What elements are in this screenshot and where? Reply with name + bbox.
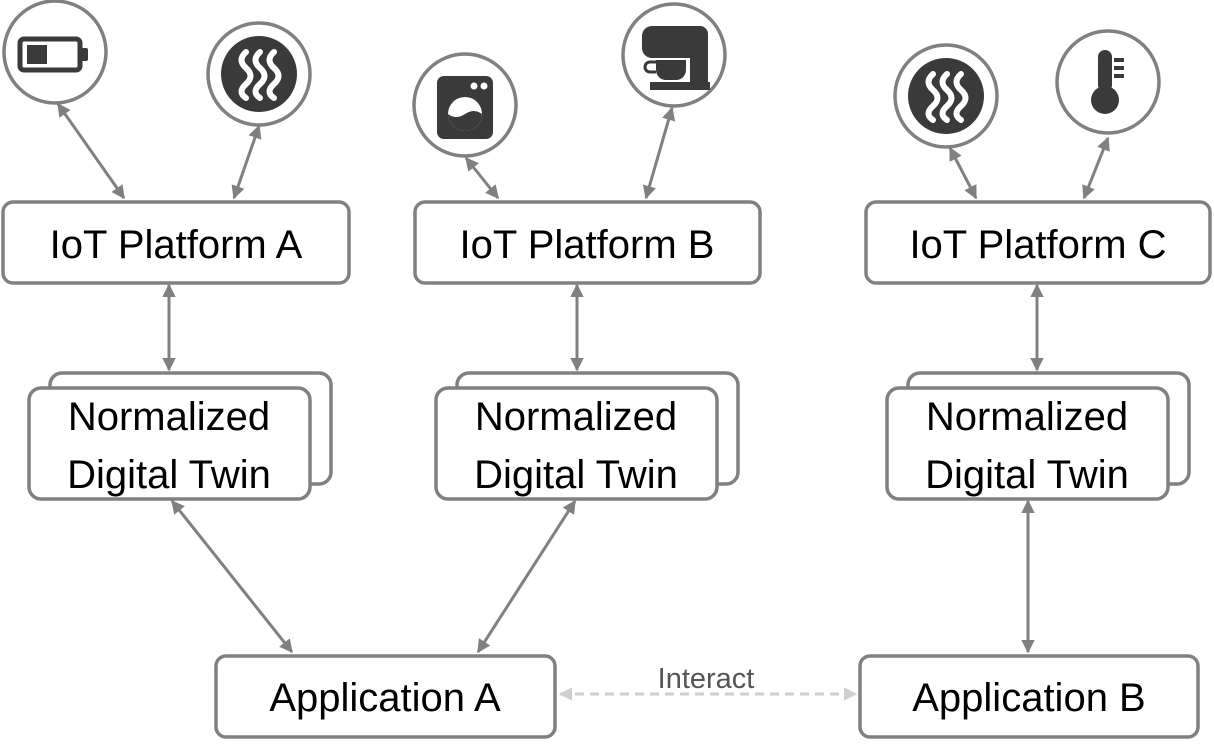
connector-heating-platform-c (948, 146, 978, 200)
connector-twin-b-app-a (476, 499, 577, 654)
battery-icon (2, 0, 108, 105)
twin-c-stack: Normalized Digital Twin (885, 371, 1191, 501)
application-b-label: Application B (912, 676, 1145, 720)
connector-battery-platform-a (56, 102, 126, 200)
platform-b-label: IoT Platform B (460, 223, 715, 267)
application-a-box: Application A (214, 654, 557, 739)
connector-washer-platform-b (464, 156, 500, 200)
connector-twin-a-app-a (170, 499, 294, 654)
platform-a-label: IoT Platform A (50, 223, 303, 267)
interact-label: Interact (658, 663, 755, 695)
heating-icon (206, 21, 312, 127)
twin-a-line1: Normalized (68, 395, 270, 439)
platform-b-box: IoT Platform B (413, 200, 762, 285)
connector-mixer-platform-b (642, 106, 676, 200)
washing-machine-icon (412, 52, 518, 158)
connector-heating-platform-a (231, 124, 262, 200)
heating-icon (893, 43, 999, 149)
connector-thermometer-platform-c (1082, 136, 1110, 200)
platform-a-box: IoT Platform A (1, 200, 351, 285)
application-b-box: Application B (858, 654, 1200, 739)
twin-b-line2: Digital Twin (474, 453, 678, 497)
twin-a-line2: Digital Twin (67, 453, 271, 497)
twin-c-line1: Normalized (926, 395, 1128, 439)
twin-a-stack: Normalized Digital Twin (27, 371, 333, 501)
platform-c-label: IoT Platform C (909, 223, 1166, 267)
twin-c-line2: Digital Twin (925, 453, 1129, 497)
twin-b-stack: Normalized Digital Twin (434, 371, 740, 501)
thermometer-icon (1055, 29, 1161, 135)
application-a-label: Application A (269, 676, 501, 720)
platform-c-box: IoT Platform C (864, 200, 1212, 285)
mixer-icon (621, 2, 727, 108)
twin-b-line1: Normalized (475, 395, 677, 439)
